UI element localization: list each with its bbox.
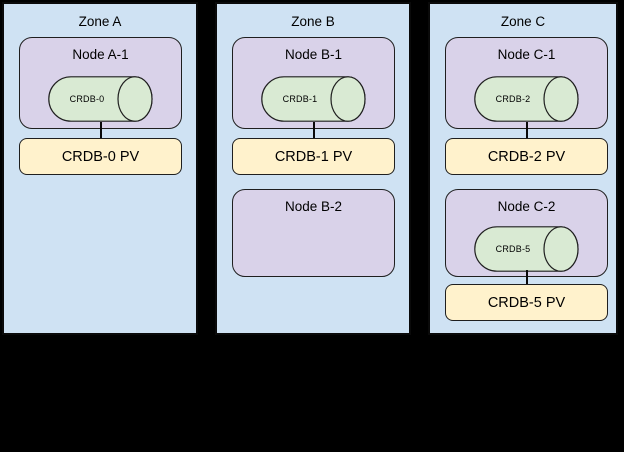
node-a1-title: Node A-1 xyxy=(72,47,129,62)
pod-crdb-1-cylinder-icon: CRDB-1 xyxy=(261,76,367,122)
pod-crdb-1-label: CRDB-1 xyxy=(282,94,318,104)
pod-crdb-0-cylinder-icon: CRDB-0 xyxy=(48,76,154,122)
pod-crdb-2-cylinder-icon: CRDB-2 xyxy=(474,76,580,122)
node-c2: Node C-2 CRDB-5 xyxy=(445,189,608,277)
node-b1: Node B-1 CRDB-1 xyxy=(232,37,395,129)
pod-crdb-5-cylinder-icon: CRDB-5 xyxy=(474,226,580,272)
pv-crdb-5: CRDB-5 PV xyxy=(445,284,608,321)
zone-a-title: Zone A xyxy=(78,14,122,29)
pv-crdb-0: CRDB-0 PV xyxy=(19,138,182,175)
zone-b: Zone B Node B-1 CRDB-1 CRDB-1 PV Node B-… xyxy=(215,2,411,335)
node-b2: Node B-2 xyxy=(232,189,395,277)
connector-c1-pv xyxy=(526,122,528,139)
node-c2-title: Node C-2 xyxy=(497,199,556,214)
connector-b1-pv xyxy=(313,122,315,139)
zone-c: Zone C Node C-1 CRDB-2 CRDB-2 PV Node C-… xyxy=(428,2,618,335)
node-c1-title: Node C-1 xyxy=(497,47,556,62)
zone-a: Zone A Node A-1 CRDB-0 CRDB-0 PV xyxy=(2,2,198,335)
connector-c2-pv xyxy=(526,270,528,285)
connector-a1-pv xyxy=(100,122,102,139)
pv-crdb-1: CRDB-1 PV xyxy=(232,138,395,175)
node-c1: Node C-1 CRDB-2 xyxy=(445,37,608,129)
pod-crdb-5-label: CRDB-5 xyxy=(495,244,531,254)
zone-c-title: Zone C xyxy=(500,14,546,29)
pod-crdb-0-label: CRDB-0 xyxy=(69,94,105,104)
pod-crdb-2-label: CRDB-2 xyxy=(495,94,531,104)
node-a1: Node A-1 CRDB-0 xyxy=(19,37,182,129)
zone-b-title: Zone B xyxy=(291,14,335,29)
node-b1-title: Node B-1 xyxy=(284,47,343,62)
node-b2-title: Node B-2 xyxy=(284,199,343,214)
pv-crdb-2: CRDB-2 PV xyxy=(445,138,608,175)
